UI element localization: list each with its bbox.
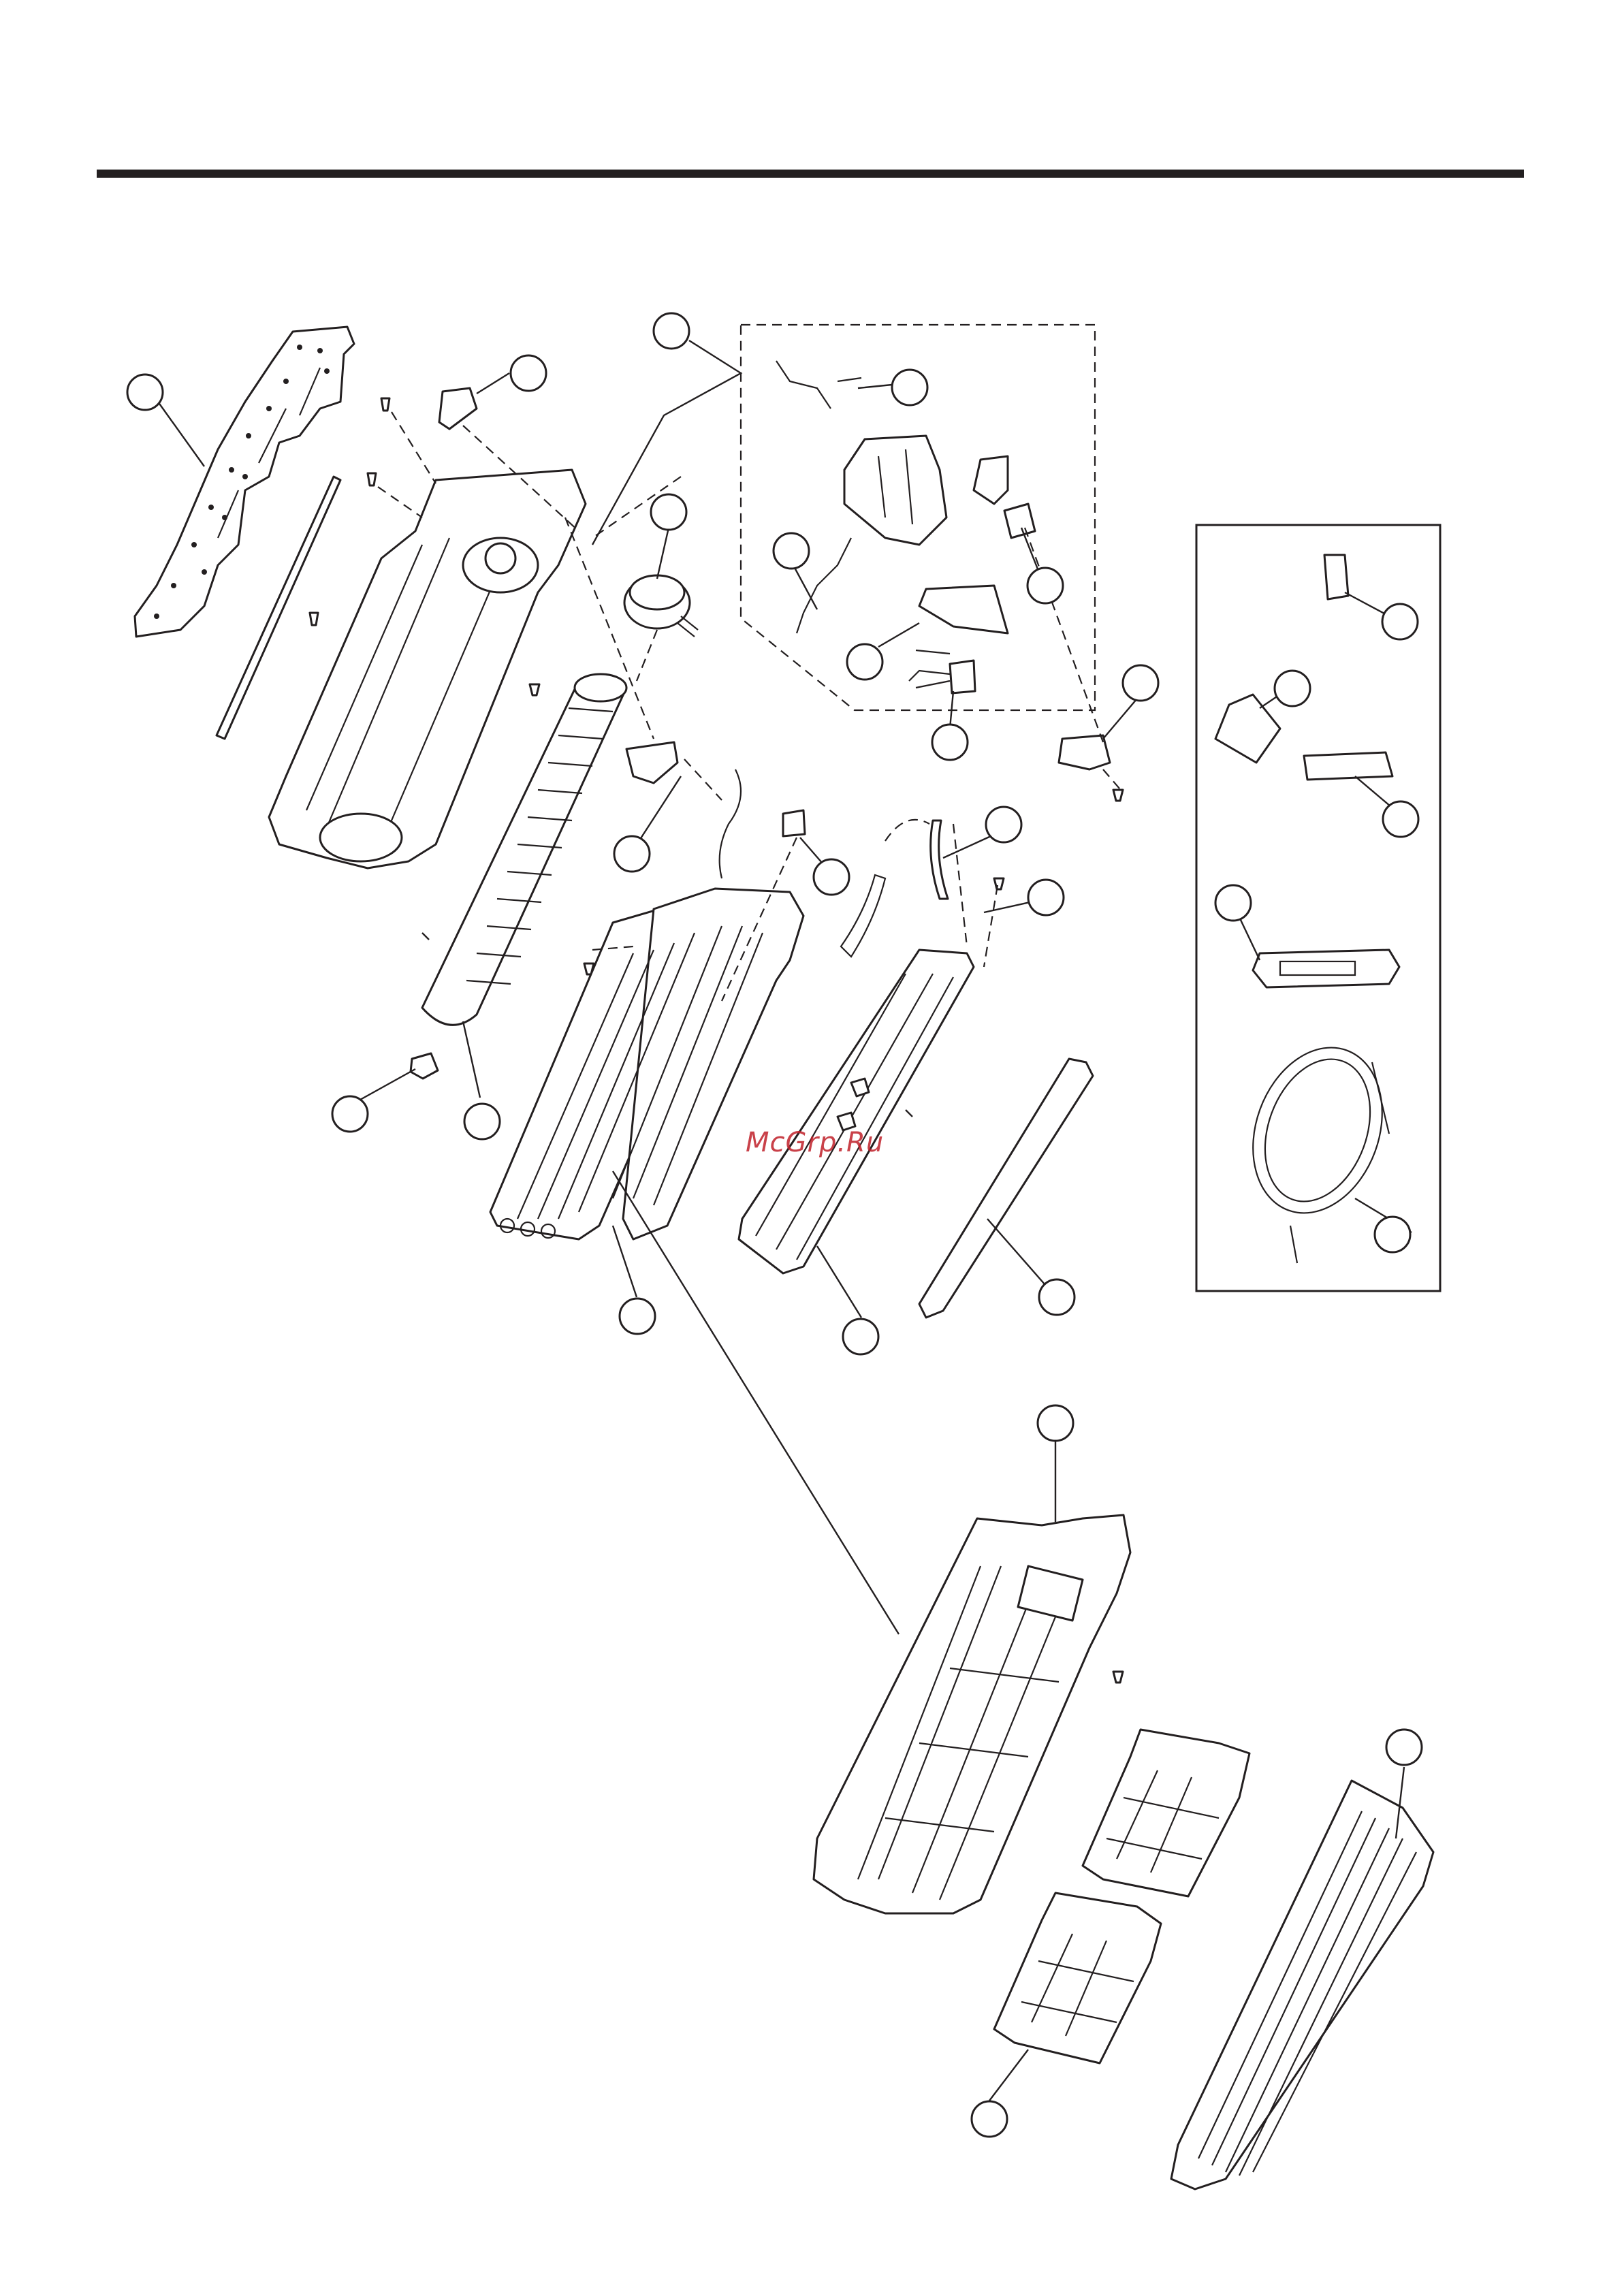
- remote-controller: [1253, 950, 1399, 987]
- callout-control-cover: [1028, 568, 1063, 603]
- callout-air-filter: [972, 2101, 1007, 2137]
- thermistor-clip: [783, 810, 805, 836]
- callout-terminal-bracket: [932, 724, 968, 760]
- discharge-grille: [739, 950, 974, 1273]
- header-rule: [97, 170, 1524, 178]
- main-chassis: [135, 327, 354, 637]
- drain-hose: [841, 820, 948, 957]
- callout-front-frame: [1038, 1405, 1073, 1441]
- callout-motor-holder: [511, 355, 546, 391]
- callout-fan-motor: [651, 494, 686, 530]
- callout-sensor-wire: [774, 533, 809, 569]
- accessory-holder: [1304, 752, 1392, 780]
- callout-terminal-block: [847, 644, 882, 680]
- sensor-wire: [720, 769, 741, 878]
- accessory-clip: [1324, 555, 1348, 599]
- callout-main-chassis: [127, 375, 163, 410]
- terminal-harness: [909, 650, 950, 688]
- callout-display-pcb: [1123, 665, 1158, 701]
- evaporator: [490, 889, 803, 1239]
- callout-pcb-harness: [892, 370, 927, 405]
- fan-motor: [624, 575, 698, 637]
- motor-holder: [439, 388, 477, 429]
- callout-insulation-hose: [1375, 1217, 1410, 1252]
- callout-accessory-clip: [1382, 604, 1418, 639]
- callout-accessory-holder: [1383, 801, 1418, 837]
- terminal-block: [950, 660, 975, 693]
- callout-drain-hose: [986, 807, 1021, 842]
- callout-evaporator: [620, 1299, 655, 1334]
- bearing: [411, 1053, 438, 1079]
- air-guide-louver: [919, 1059, 1093, 1318]
- callout-air-guide-louver: [1039, 1279, 1074, 1315]
- callout-thermistor-clip: [814, 859, 849, 895]
- callout-control-box: [654, 313, 689, 349]
- bearing-holder: [626, 742, 678, 783]
- callout-louver-motor: [1028, 880, 1064, 915]
- callout-remote-controller: [1215, 885, 1251, 921]
- callout-accessory-board: [1275, 671, 1310, 706]
- air-filter-lower: [994, 1893, 1161, 2063]
- callout-bearing-holder: [614, 836, 650, 872]
- callout-cross-flow-fan: [464, 1104, 500, 1139]
- callout-discharge-grille: [843, 1319, 878, 1354]
- air-filter-upper: [1083, 1730, 1249, 1896]
- callout-bearing-rubber: [332, 1096, 368, 1132]
- control-cover: [919, 586, 1008, 633]
- watermark-text: McGrp.Ru: [746, 1127, 884, 1158]
- callout-front-panel: [1386, 1730, 1422, 1765]
- accessory-board: [1215, 695, 1280, 763]
